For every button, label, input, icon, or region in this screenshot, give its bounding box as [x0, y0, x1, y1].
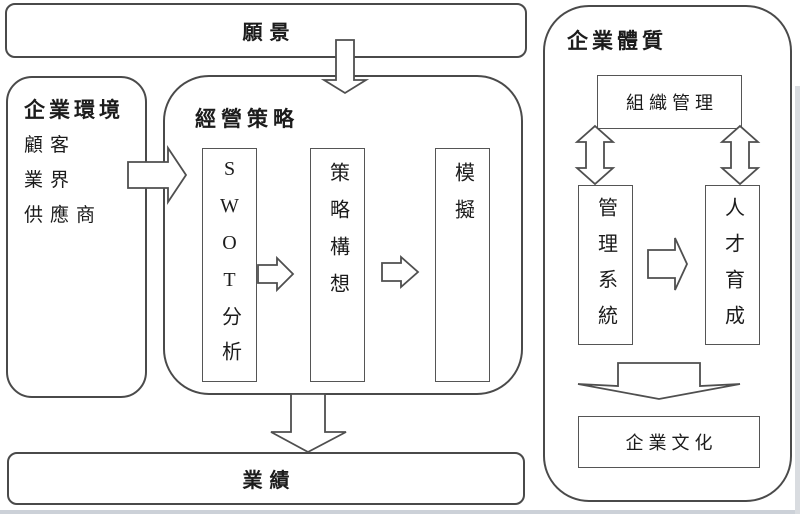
strategy-concept-label: 策略構想: [326, 162, 349, 310]
page-edge-right: [795, 86, 800, 514]
swot-analysis-label: SWOT分析: [218, 158, 241, 376]
vision-box: 願景: [5, 3, 527, 58]
environment-item-customers: 顧客: [24, 135, 77, 156]
simulation-box: 模擬: [435, 148, 490, 382]
swot-analysis-box: SWOT分析: [202, 148, 257, 382]
vision-label: 願景: [242, 22, 297, 44]
constitution-title: 企業體質: [567, 29, 667, 53]
talent-development-label: 人才育成: [721, 197, 744, 341]
page-edge-bottom: [0, 510, 800, 514]
corporate-culture-label: 企業文化: [625, 433, 718, 453]
environment-item-industry: 業界: [24, 170, 77, 191]
environment-title: 企業環境: [24, 98, 124, 122]
simulation-label: 模擬: [451, 162, 474, 236]
strategy-concept-box: 策略構想: [310, 148, 365, 382]
performance-label: 業績: [242, 470, 297, 492]
environment-item-list: 顧客 業界 供應商: [24, 128, 102, 233]
strategy-title: 經營策略: [195, 107, 299, 131]
arrow-strategy-to-performance: [270, 393, 347, 454]
talent-development-box: 人才育成: [705, 185, 760, 345]
management-system-box: 管理系統: [578, 185, 633, 345]
environment-item-suppliers: 供應商: [24, 205, 103, 226]
performance-box: 業績: [7, 452, 525, 505]
organization-management-label: 組織管理: [626, 93, 718, 113]
environment-box: 企業環境 顧客 業界 供應商: [6, 76, 147, 398]
organization-management-box: 組織管理: [597, 75, 742, 129]
corporate-culture-box: 企業文化: [578, 416, 760, 468]
management-system-label: 管理系統: [594, 197, 617, 341]
